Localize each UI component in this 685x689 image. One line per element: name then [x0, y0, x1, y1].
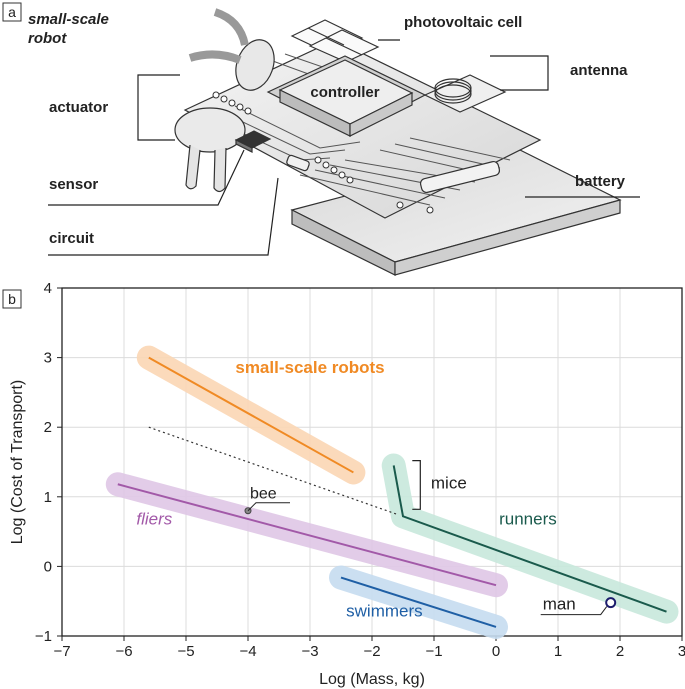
y-tick-label-2: 1 — [44, 489, 52, 506]
annotation-bee: bee — [250, 486, 277, 503]
panel-a-leaders — [48, 39, 640, 256]
series-line-0 — [148, 356, 354, 474]
antenna-coil — [423, 74, 507, 113]
leader-antenna — [490, 55, 549, 91]
point-man — [605, 597, 617, 609]
annotation-runners: runners — [499, 510, 557, 529]
y-tick-label-1: 0 — [44, 558, 52, 575]
robot-illustration — [174, 8, 622, 276]
y-tick-label-4: 3 — [44, 350, 52, 367]
x-tick-label-3: −4 — [239, 643, 256, 660]
panel-a-letter: a — [8, 4, 16, 20]
y-axis-label: Log (Cost of Transport) — [9, 380, 26, 545]
controller-chip-side — [349, 92, 413, 137]
mice-bracket — [412, 460, 421, 510]
panel-a: a — [2, 2, 640, 276]
annotation-small-scale-robots: small-scale robots — [235, 358, 384, 377]
y-tick-label-5: 4 — [44, 280, 52, 297]
series-line-3 — [340, 576, 497, 628]
bee-leader — [247, 502, 290, 512]
x-tick-label-10: 3 — [678, 643, 685, 660]
x-tick-label-8: 1 — [554, 643, 562, 660]
label-small-scale-robot-2: robot — [28, 30, 67, 47]
series-line-2 — [392, 465, 667, 613]
series-line-1 — [117, 483, 497, 587]
leader-sensor — [48, 149, 245, 206]
label-circuit: circuit — [49, 230, 94, 247]
x-tick-label-2: −5 — [177, 643, 194, 660]
battery-connector — [419, 160, 501, 194]
x-tick-label-4: −3 — [301, 643, 318, 660]
label-antenna: antenna — [570, 62, 628, 79]
x-axis-label: Log (Mass, kg) — [319, 671, 425, 688]
leader-circuit — [48, 177, 279, 256]
label-actuator: actuator — [49, 99, 108, 116]
panel-a-labels: small-scale robot photovoltaic cell ante… — [28, 11, 628, 247]
panel-b-letter-box — [2, 289, 22, 309]
man-leader — [540, 606, 608, 616]
label-controller: controller — [310, 84, 379, 101]
x-tick-label-5: −2 — [363, 643, 380, 660]
small-component — [286, 154, 310, 172]
label-battery: battery — [575, 173, 626, 190]
annotation-fliers: fliers — [136, 510, 172, 529]
annotation-mice: mice — [431, 473, 467, 492]
actuator-graphic — [174, 8, 275, 193]
x-tick-label-6: −1 — [425, 643, 442, 660]
panel-b-letter: b — [8, 291, 16, 307]
circuit-pads — [212, 91, 434, 214]
y-tick-label-3: 2 — [44, 419, 52, 436]
y-tick-label-0: −1 — [35, 628, 52, 645]
label-photovoltaic-cell: photovoltaic cell — [404, 14, 522, 31]
battery-side — [394, 199, 621, 276]
x-tick-label-9: 2 — [616, 643, 624, 660]
panel-a-letter-box — [2, 2, 22, 22]
series-line-4 — [148, 426, 397, 515]
label-sensor: sensor — [49, 176, 98, 193]
x-tick-label-0: −7 — [53, 643, 70, 660]
annotation-man: man — [543, 595, 576, 614]
leader-actuator — [137, 74, 180, 141]
sensor-chip — [234, 130, 272, 153]
label-small-scale-robot-1: small-scale — [28, 11, 109, 28]
photovoltaic-cell-graphic — [290, 19, 380, 63]
x-tick-label-1: −6 — [115, 643, 132, 660]
x-tick-label-7: 0 — [492, 643, 500, 660]
annotation-swimmers: swimmers — [346, 602, 423, 621]
